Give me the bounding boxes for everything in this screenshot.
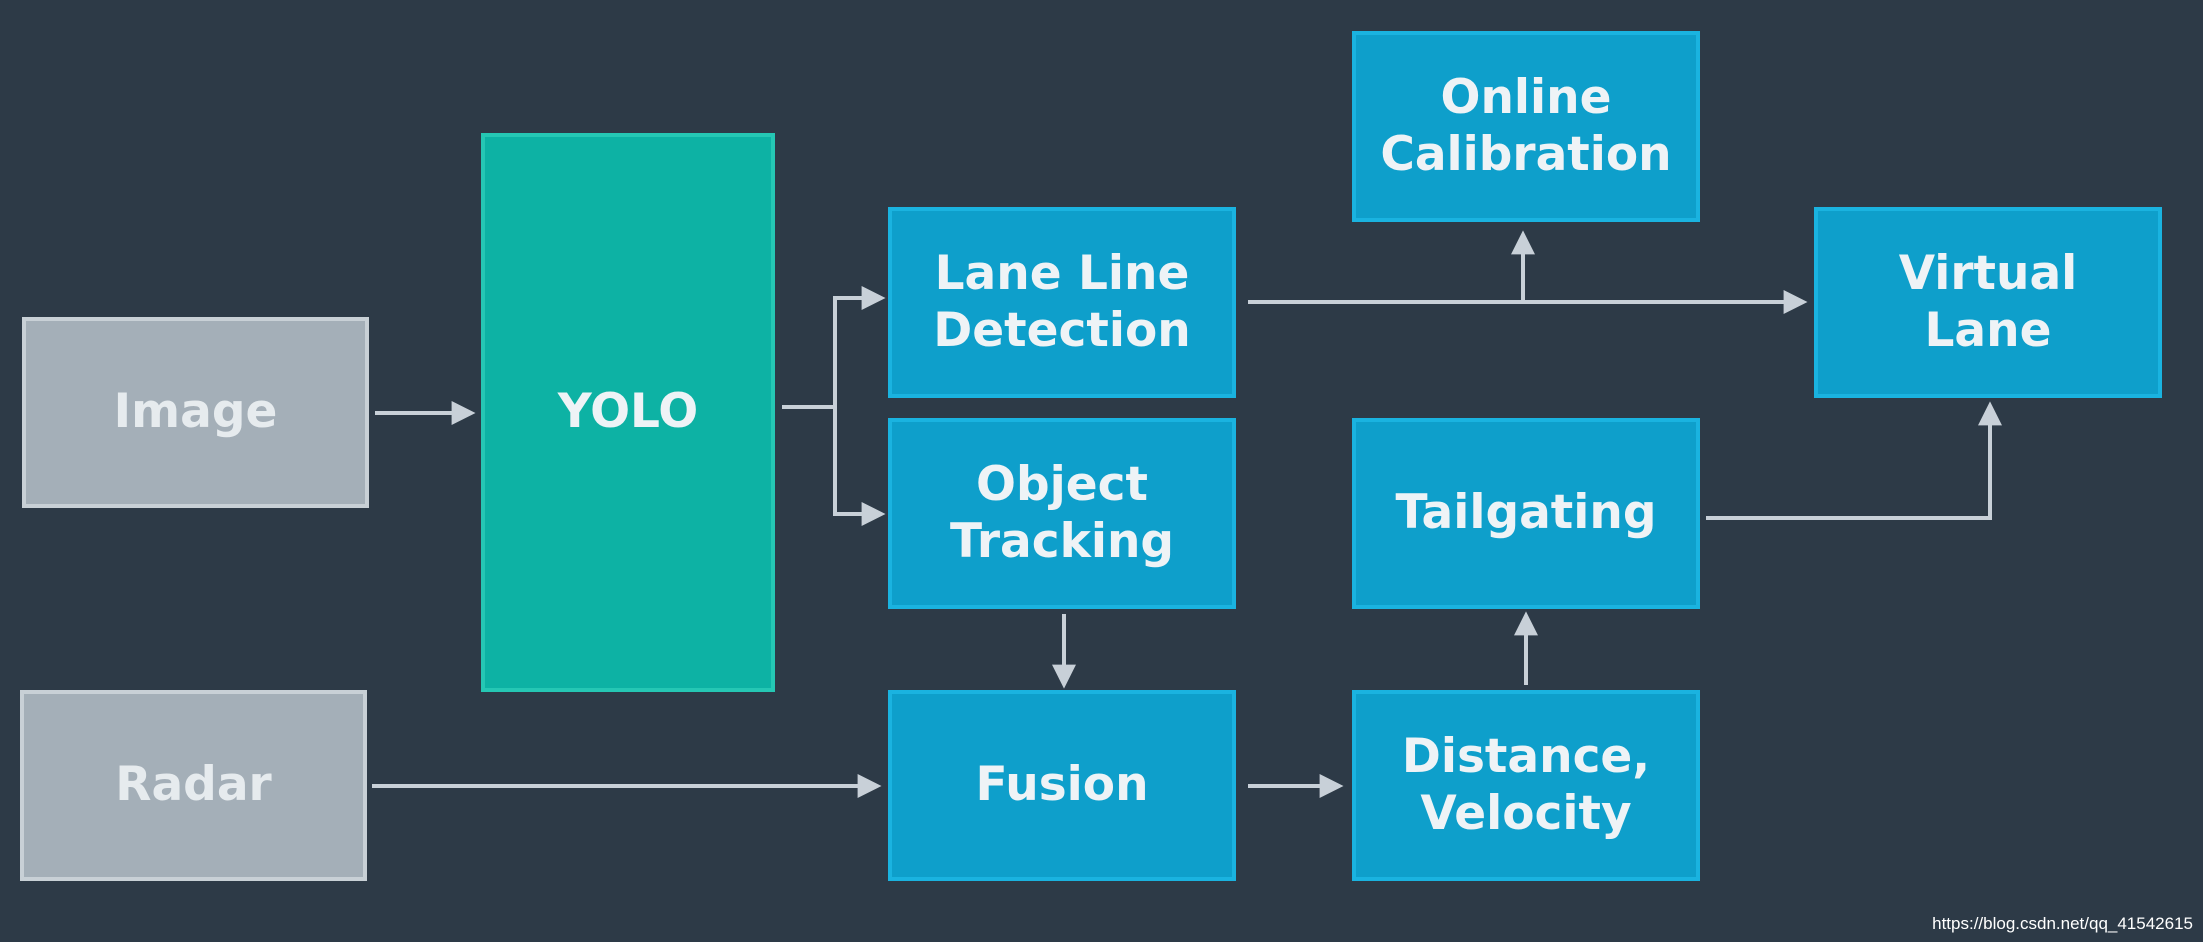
node-lane-line-detection: Lane Line Detection [888, 207, 1236, 398]
node-virtual-lane: Virtual Lane [1814, 207, 2162, 398]
edge-yolo-to-lane-line-detection [782, 286, 886, 409]
node-tailgating: Tailgating [1352, 418, 1700, 609]
node-yolo: YOLO [481, 133, 775, 692]
watermark-url: https://blog.csdn.net/qq_41542615 [1932, 914, 2193, 933]
node-distance-velocity: Distance, Velocity [1352, 690, 1700, 881]
edge-tailgating-to-virtual-lane [1706, 401, 2002, 520]
edge-yolo-to-object-tracking [833, 407, 886, 526]
node-object-tracking: Object Tracking [888, 418, 1236, 609]
node-radar: Radar [20, 690, 367, 881]
node-image: Image [22, 317, 369, 508]
node-online-calibration: Online Calibration [1352, 31, 1700, 222]
node-fusion: Fusion [888, 690, 1236, 881]
